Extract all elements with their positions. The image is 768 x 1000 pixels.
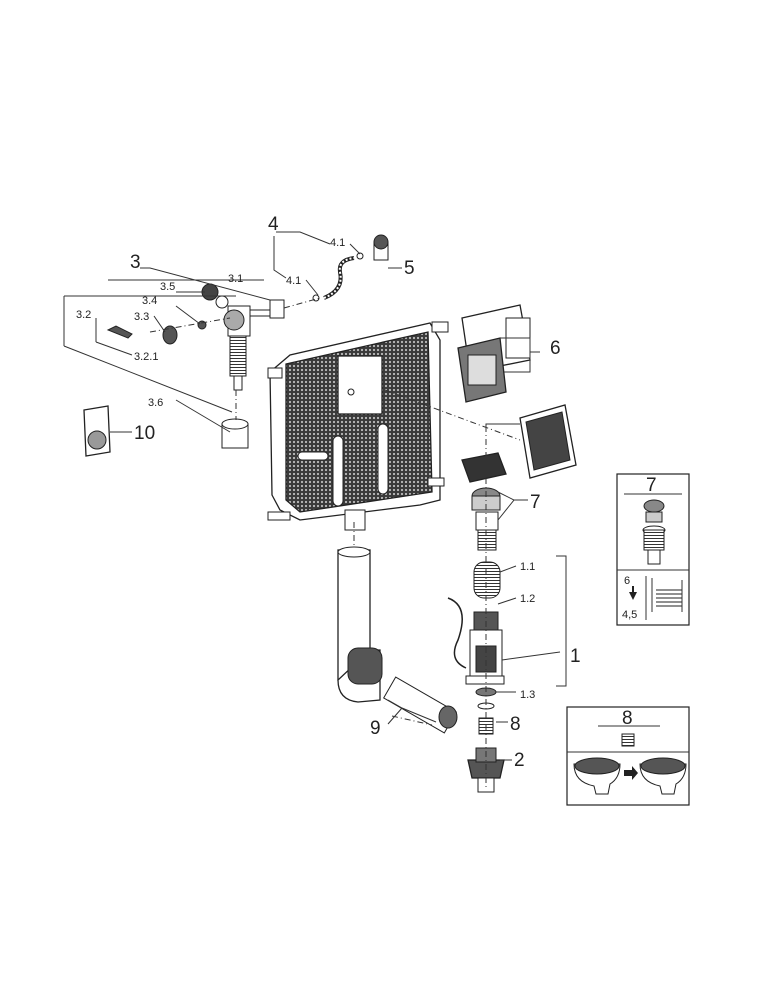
- fill-valve: [223, 299, 285, 391]
- cover-plate: [519, 404, 577, 479]
- angle-valve: [373, 234, 389, 261]
- arrow-icon: [624, 766, 638, 780]
- callout-3-2: 3.2: [76, 309, 91, 321]
- inset-7-level-high: 6: [624, 575, 630, 587]
- wc-bowl-before: [573, 757, 621, 795]
- wc-bowl-after: [639, 757, 687, 795]
- callout-3-5: 3.5: [160, 281, 175, 293]
- valve-stack: [447, 487, 505, 793]
- callout-4: 4: [268, 214, 279, 235]
- callout-7: 7: [530, 492, 541, 513]
- callout-6: 6: [550, 338, 561, 359]
- callout-4-1-top: 4.1: [330, 237, 345, 249]
- sound-insulation-sleeve: [221, 418, 249, 449]
- actuator-frame: [457, 304, 531, 403]
- flush-pipe: [337, 546, 458, 734]
- callout-4-1-bottom: 4.1: [286, 275, 301, 287]
- inset-7-level-low: 4,5: [622, 609, 637, 621]
- callout-8: 8: [510, 714, 521, 735]
- inset-8-title: 8: [622, 708, 633, 729]
- cistern-frame: [267, 321, 449, 531]
- callout-3-3: 3.3: [134, 311, 149, 323]
- leader-lines: [63, 231, 567, 761]
- inset-7-title: 7: [646, 475, 657, 496]
- callout-5: 5: [404, 258, 415, 279]
- callout-1: 1: [570, 646, 581, 667]
- callout-1-2: 1.2: [520, 593, 535, 605]
- callout-3-4: 3.4: [142, 295, 157, 307]
- callout-1-1: 1.1: [520, 561, 535, 573]
- callout-3-6: 3.6: [148, 397, 163, 409]
- flex-hose: [312, 252, 364, 302]
- callout-10: 10: [134, 423, 155, 444]
- callout-3: 3: [130, 252, 141, 273]
- callout-2: 2: [514, 750, 525, 771]
- callout-1-3: 1.3: [520, 689, 535, 701]
- bracket: [461, 452, 507, 483]
- callout-labels: 3 3.1 3.5 3.4 3.2 3.3 3.2.1 3.6 10 4 4.1…: [76, 214, 581, 771]
- inset-8: 8: [566, 706, 690, 806]
- accessory-pack: [83, 405, 111, 457]
- callout-9: 9: [370, 718, 381, 739]
- callout-3-1: 3.1: [228, 273, 243, 285]
- fill-valve-small-parts: [106, 283, 229, 345]
- inset-7: 7 6 4,5: [616, 473, 690, 626]
- callout-3-2-1: 3.2.1: [134, 351, 158, 363]
